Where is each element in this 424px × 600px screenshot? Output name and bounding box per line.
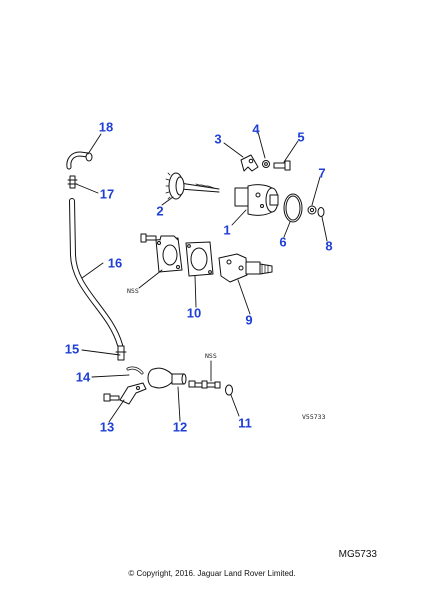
callout-5: 5 (297, 129, 305, 145)
part-6-o-ring (283, 193, 303, 223)
nss-label-upper: NSS (127, 287, 139, 295)
callout-12: 12 (172, 419, 188, 435)
part-8-washer (317, 207, 325, 217)
part-nss-flange-plate (155, 235, 183, 273)
callout-9: 9 (245, 312, 253, 328)
callout-3: 3 (214, 131, 222, 147)
callout-8: 8 (325, 238, 333, 254)
callout-2: 2 (156, 203, 164, 219)
part-12-drive-unit (147, 367, 187, 389)
part-17-connector (67, 175, 78, 189)
copyright-notice: © Copyright, 2016. Jaguar Land Rover Lim… (128, 569, 296, 578)
part-9-drive-housing (218, 253, 273, 283)
callout-13: 13 (99, 419, 115, 435)
part-1-pump-body (234, 184, 279, 216)
part-16-hose (69, 198, 123, 348)
part-13-bracket (103, 382, 147, 405)
part-14-pipe-end (126, 366, 144, 375)
callout-6: 6 (279, 234, 287, 250)
part-18-hose-elbow (66, 151, 93, 170)
leader-lines (75, 131, 328, 423)
callout-14: 14 (75, 369, 91, 385)
callout-1: 1 (223, 222, 231, 238)
callout-4: 4 (252, 121, 260, 137)
part-7-plug (307, 205, 317, 215)
part-flange-bolt (140, 233, 157, 243)
nss-label-lower: NSS (205, 352, 217, 360)
part-15-hose-fitting (115, 345, 127, 361)
part-10-gasket (185, 241, 214, 277)
reference-number: MG5733 (338, 549, 377, 560)
callout-15: 15 (64, 341, 80, 357)
callout-18: 18 (98, 119, 114, 135)
callout-7: 7 (318, 165, 326, 181)
drawing-code: V55733 (302, 413, 326, 421)
part-11-seal (225, 384, 233, 396)
callout-16: 16 (107, 255, 123, 271)
callout-11: 11 (238, 415, 252, 431)
callout-10: 10 (186, 305, 202, 321)
part-3-bracket (240, 154, 259, 172)
part-2-drive-gear (165, 172, 220, 200)
part-nss-connector-chain (188, 380, 221, 389)
part-5-bolt (273, 160, 291, 171)
callout-17: 17 (99, 186, 115, 202)
part-4-nut (262, 160, 270, 168)
